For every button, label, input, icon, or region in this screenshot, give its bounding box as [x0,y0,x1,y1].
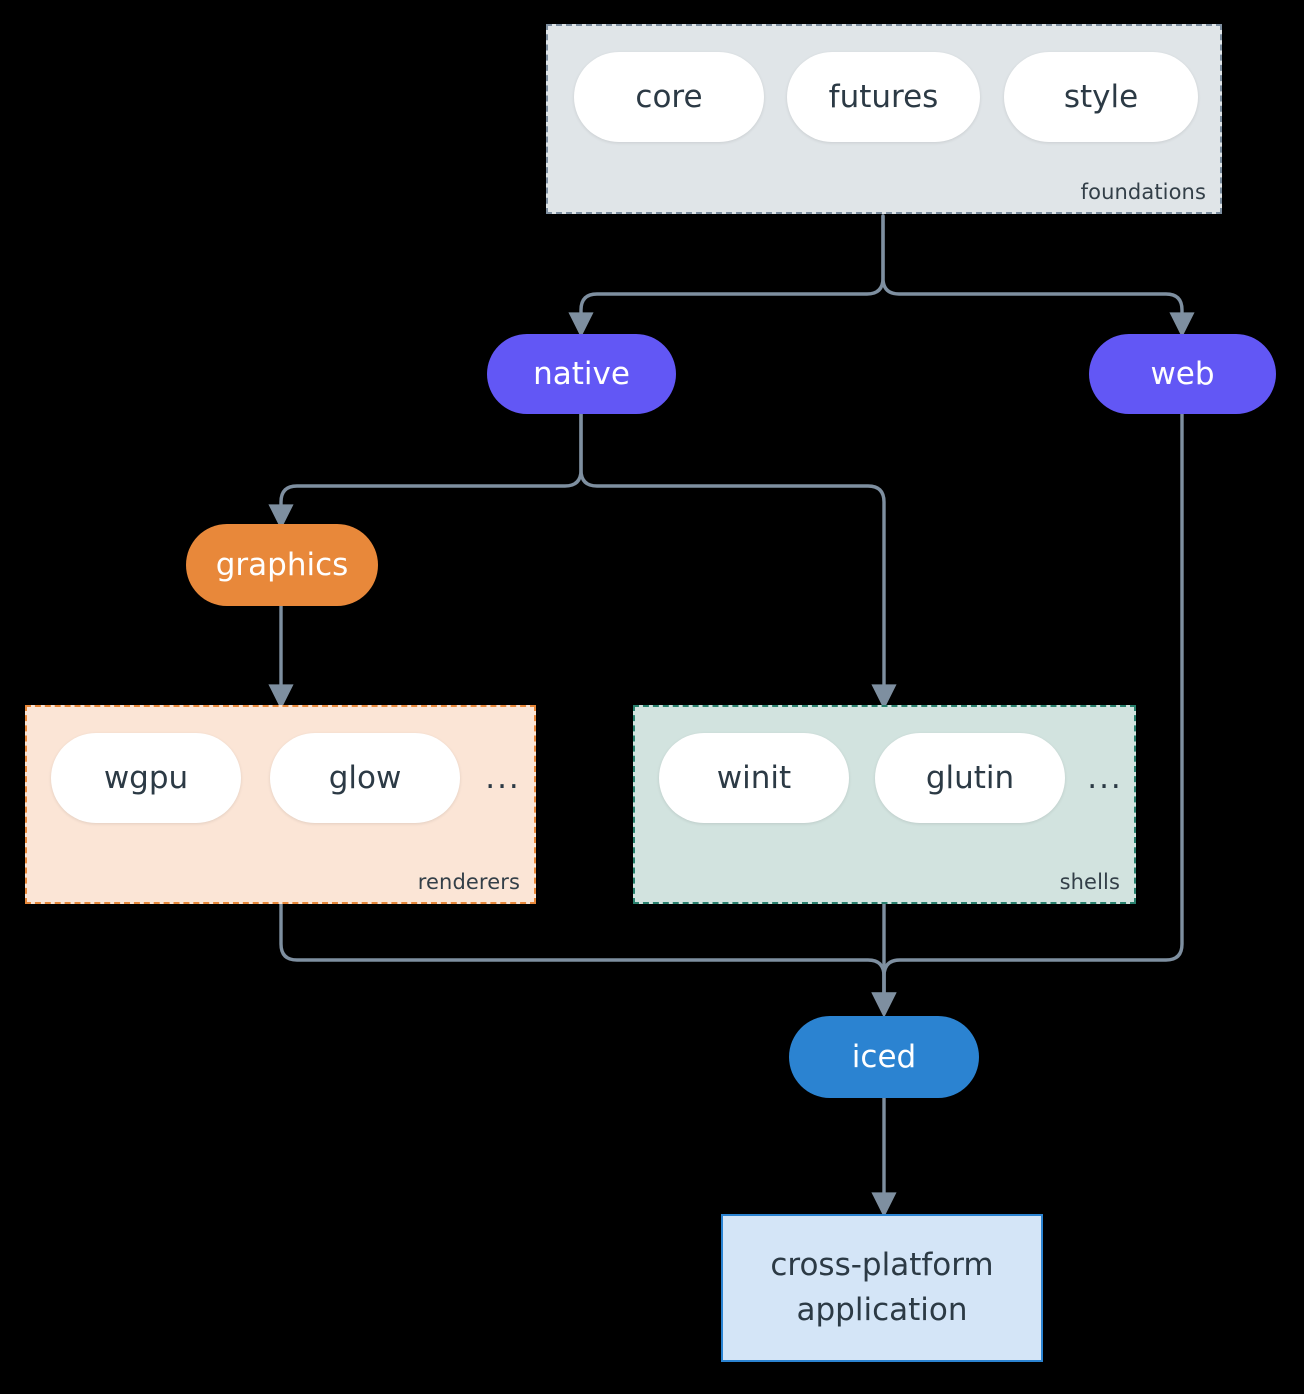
node-iced[interactable]: iced [789,1016,979,1098]
node-glutin-label: glutin [925,760,1015,796]
cluster-shells: winit glutin ... shells [633,705,1136,904]
node-web[interactable]: web [1089,334,1276,414]
node-cross-platform-application[interactable]: cross-platform application [721,1214,1043,1362]
node-glutin[interactable]: glutin [875,733,1065,823]
node-glow[interactable]: glow [270,733,460,823]
renderers-overflow-ellipsis: ... [485,760,521,796]
node-app-label-line2: application [796,1292,968,1328]
cluster-renderers-label: renderers [417,870,520,894]
cluster-foundations-label: foundations [1080,180,1206,204]
node-style-label: style [1063,79,1139,115]
node-web-label: web [1150,356,1215,392]
node-core-label: core [635,79,703,115]
node-graphics-label: graphics [215,547,349,583]
node-app-label-line1: cross-platform [770,1247,994,1284]
node-graphics[interactable]: graphics [186,524,378,606]
node-winit-label: winit [716,760,792,796]
node-native-label: native [533,356,630,392]
node-wgpu[interactable]: wgpu [51,733,241,823]
cluster-renderers: wgpu glow ... renderers [25,705,536,904]
node-iced-label: iced [851,1039,917,1075]
node-winit[interactable]: winit [659,733,849,823]
shells-overflow-ellipsis: ... [1087,760,1123,796]
node-futures[interactable]: futures [787,52,980,142]
node-wgpu-label: wgpu [103,760,189,796]
cluster-shells-label: shells [1059,870,1120,894]
cluster-foundations: core futures style foundations [546,24,1222,214]
node-style[interactable]: style [1004,52,1198,142]
node-glow-label: glow [328,760,402,796]
node-futures-label: futures [828,79,939,115]
node-native[interactable]: native [487,334,676,414]
node-core[interactable]: core [574,52,764,142]
